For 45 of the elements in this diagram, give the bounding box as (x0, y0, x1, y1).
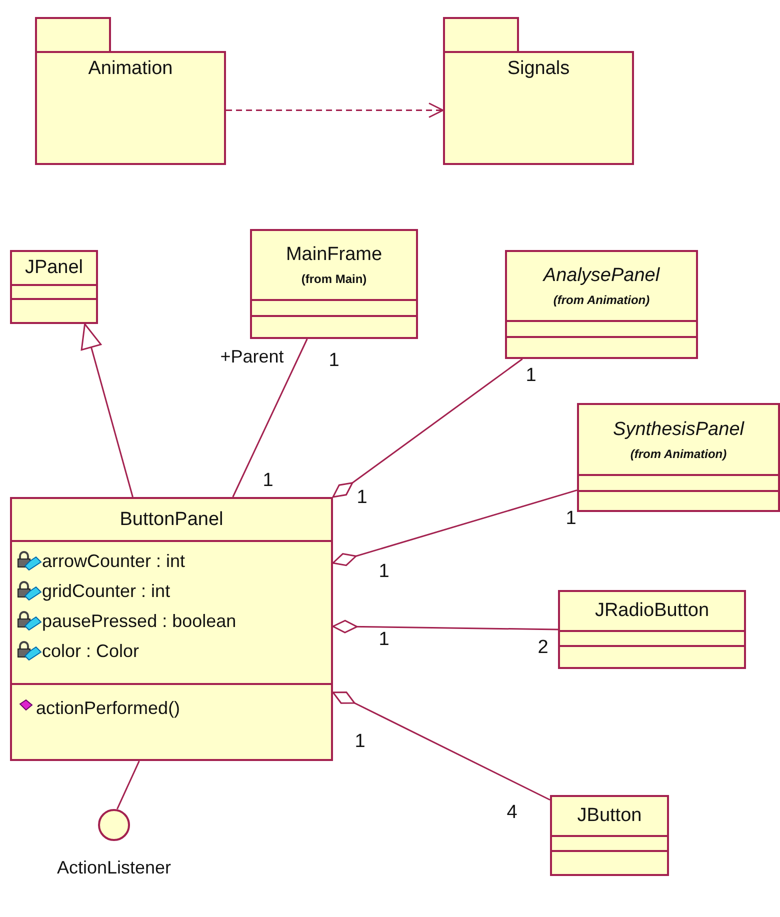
package-box (443, 17, 634, 165)
multiplicity: 1 (378, 561, 390, 583)
multiplicity: 1 (262, 470, 274, 492)
operation-text: actionPerformed() (36, 698, 180, 718)
multiplicity: 2 (538, 637, 548, 659)
attribute-text: arrowCounter : int (42, 550, 186, 572)
package-note: (from Animation) (630, 446, 727, 460)
class-name: MainFrame (286, 244, 382, 266)
class-name: JButton (577, 805, 642, 827)
class-box (250, 229, 418, 339)
class-name: JRadioButton (594, 600, 710, 622)
class-name: AnalysePanel (543, 265, 660, 287)
dependency-arrow (226, 102, 444, 118)
multiplicity: 1 (526, 365, 536, 387)
class-box (577, 403, 780, 512)
aggregation-line (332, 620, 558, 634)
package-note: (from Main) (301, 272, 367, 286)
package-name: Signals (506, 58, 571, 80)
multiplicity: 1 (354, 731, 366, 753)
aggregation-line (332, 489, 578, 566)
multiplicity: 1 (328, 350, 340, 372)
class-box (550, 795, 669, 876)
class-box (10, 250, 98, 324)
class-name: ButtonPanel (120, 508, 224, 530)
class-box (558, 590, 746, 669)
class-name: SynthesisPanel (613, 418, 744, 440)
generalization-arrow (80, 323, 134, 498)
class-box (505, 250, 698, 359)
interface-name: ActionListener (56, 858, 172, 878)
class-box (10, 497, 333, 761)
multiplicity: 1 (566, 508, 576, 530)
multiplicity: 1 (378, 629, 390, 651)
aggregation-line (332, 358, 523, 498)
multiplicity: 1 (356, 487, 368, 509)
class-name: JPanel (24, 257, 84, 279)
multiplicity: 4 (506, 802, 518, 824)
attribute-text: color : Color (42, 640, 140, 662)
association-line (232, 338, 308, 498)
package-box (35, 17, 226, 165)
aggregation-line (332, 692, 550, 801)
package-note: (from Animation) (553, 293, 650, 307)
attribute-text: gridCounter : int (42, 580, 170, 602)
package-name: Animation (87, 58, 174, 80)
attribute-text: pausePressed : boolean (42, 610, 236, 632)
association-line (116, 760, 140, 810)
